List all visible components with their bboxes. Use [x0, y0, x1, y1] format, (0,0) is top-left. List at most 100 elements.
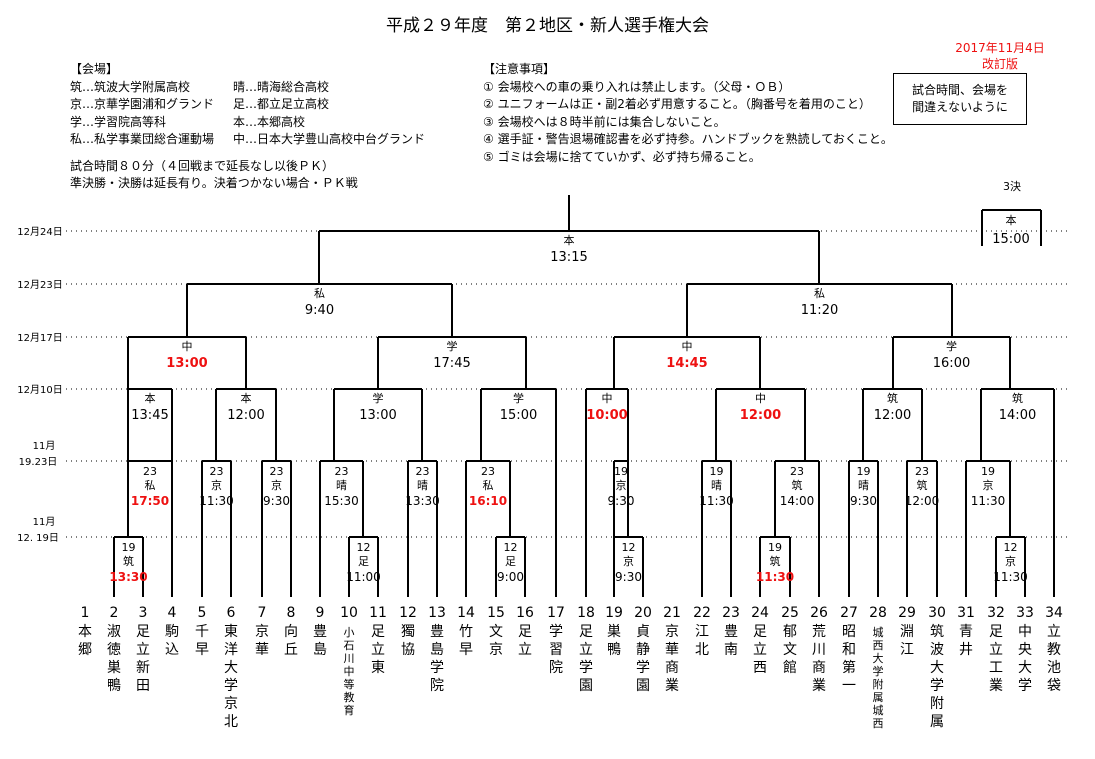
- team-number: 29: [898, 605, 916, 621]
- team-name-char: 等: [344, 677, 355, 691]
- team-name-char: 園: [579, 678, 593, 694]
- team-name-char: 新: [136, 660, 150, 676]
- venue-entry: 京…京華学園浦和グランド: [70, 97, 215, 111]
- team-name-char: 大: [930, 660, 944, 676]
- team-name-char: 淵: [900, 624, 914, 640]
- team-name-char: 附: [873, 677, 884, 691]
- match-venue: 足: [505, 555, 516, 568]
- team-number: 11: [369, 605, 387, 621]
- team-name-char: 井: [959, 642, 973, 658]
- match-time: 11:30: [199, 494, 234, 508]
- team-name-char: 学: [930, 678, 944, 694]
- date-label: 12月23日: [17, 279, 62, 291]
- team-name-char: 教: [344, 691, 355, 704]
- team-name-char: 石: [344, 639, 355, 652]
- team-name-char: 中: [344, 665, 355, 678]
- venue-list: 【会場】 筑…筑波大学附属高校晴…晴海総合高校 京…京華学園浦和グランド足…都立…: [70, 61, 425, 193]
- team-name-char: 学: [636, 660, 650, 676]
- date-label: 19.23日: [19, 457, 58, 468]
- team-name-char: 向: [284, 624, 298, 640]
- team-number: 14: [457, 605, 475, 621]
- team-name-char: 昭: [842, 624, 856, 640]
- team-number: 8: [287, 605, 296, 621]
- team-name-char: 中: [1018, 624, 1032, 640]
- match-time: 14:00: [999, 408, 1036, 423]
- match-time-rule: 試合時間８０分（４回戦まで延長なし以後ＰＫ）: [70, 158, 335, 173]
- team-name-char: 池: [1047, 660, 1061, 676]
- match-venue: 中: [755, 392, 766, 405]
- match-time: 11:00: [346, 570, 381, 584]
- reminder-line: 試合時間、会場を: [911, 83, 1008, 97]
- team-number: 6: [227, 605, 236, 621]
- team-name-char: 徳: [107, 642, 121, 658]
- team-name-char: 足: [371, 624, 385, 640]
- team-name-char: 附: [930, 696, 944, 712]
- team-name-char: 立: [371, 642, 385, 658]
- match-time: 9:30: [263, 494, 290, 508]
- team-name-char: 波: [930, 642, 944, 658]
- note-item: ③ 会場校へは８時半前には集合しないこと。: [483, 114, 726, 129]
- team-name-char: 巣: [607, 624, 621, 640]
- team-name-char: 郷: [78, 642, 92, 658]
- match-date: 23: [143, 465, 157, 478]
- match-date: 12: [622, 541, 636, 554]
- match-date: 23: [790, 465, 804, 478]
- match-venue: 学: [946, 339, 957, 353]
- team-name-char: 京: [489, 642, 503, 658]
- team-number: 19: [605, 605, 623, 621]
- team-number: 2: [110, 605, 119, 621]
- team-name-char: 西: [873, 717, 884, 730]
- third-place-label: 3決: [1003, 180, 1021, 193]
- match-time: 12:00: [740, 408, 781, 423]
- team-number: 23: [722, 605, 740, 621]
- team-name-char: 立: [518, 642, 532, 658]
- match-venue: 京: [1005, 554, 1016, 568]
- team-name-char: 田: [136, 678, 150, 694]
- team-number: 17: [547, 605, 565, 621]
- date-label: 11月: [33, 516, 56, 528]
- team-name-char: 和: [842, 642, 856, 658]
- match-date: 23: [416, 465, 430, 478]
- team-name-char: 京: [224, 696, 238, 712]
- match-time: 10:00: [586, 408, 627, 423]
- third-place-time: 15:00: [992, 232, 1029, 247]
- team-name-char: 立: [579, 642, 593, 658]
- match-venue: 本: [145, 391, 156, 405]
- team-number: 32: [987, 605, 1005, 621]
- team-number: 16: [516, 605, 534, 621]
- match-venue: 中: [682, 340, 693, 353]
- team-name-char: 豊: [430, 624, 444, 640]
- team-name-char: 城: [873, 704, 884, 717]
- match-time: 12:00: [227, 408, 264, 423]
- venue-entry: 学…学習院高等科: [70, 114, 167, 129]
- team-number: 27: [840, 605, 858, 621]
- team-name-char: 早: [459, 642, 473, 658]
- team-number: 3: [139, 605, 148, 621]
- team-name-char: 属: [930, 714, 944, 730]
- venue-entry: 中…日本大学豊山高校中台グランド: [233, 132, 426, 146]
- team-name-char: 本: [78, 624, 92, 640]
- match-venue: 京: [623, 554, 634, 568]
- team-name-char: 立: [989, 642, 1003, 658]
- team-name-char: 郁: [783, 624, 797, 640]
- match-time: 16:00: [933, 356, 970, 371]
- team-name-char: 立: [1047, 624, 1061, 640]
- team-name-char: 込: [165, 642, 179, 658]
- team-name-char: 習: [549, 642, 563, 658]
- match-time: 15:00: [500, 408, 537, 423]
- team-number: 5: [198, 605, 207, 621]
- match-date: 12: [357, 541, 371, 554]
- team-name-char: 豊: [724, 624, 738, 640]
- match-date: 19: [710, 465, 724, 478]
- match-date: 19: [857, 465, 871, 478]
- match-venue: 晴: [858, 479, 869, 492]
- team-name-char: 業: [665, 678, 679, 694]
- team-number: 18: [577, 605, 595, 621]
- team-name-char: 巣: [107, 660, 121, 676]
- match-date: 19: [981, 465, 995, 478]
- team-number: 30: [928, 605, 946, 621]
- team-name-char: 獨: [401, 624, 415, 640]
- match-venue: 京: [983, 478, 994, 492]
- match-venue: 筑: [917, 478, 928, 492]
